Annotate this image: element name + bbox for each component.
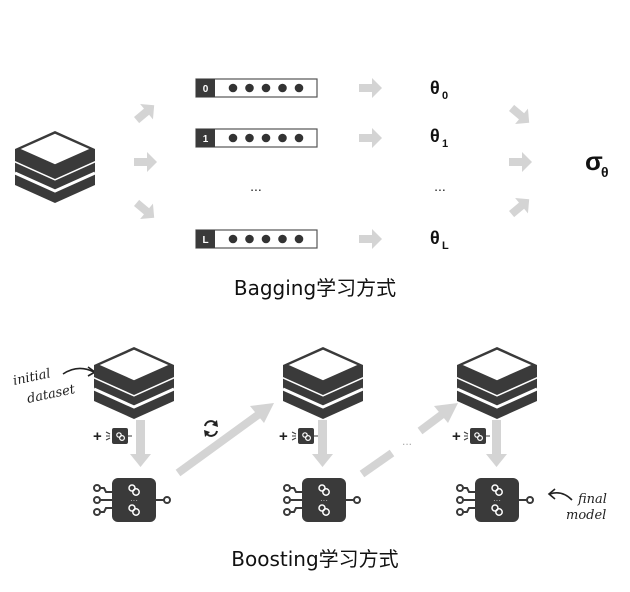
arrow-icon <box>359 229 382 249</box>
svg-text:+: + <box>452 428 461 445</box>
add-model-1: + <box>93 427 133 445</box>
sample-index-box <box>196 79 215 97</box>
add-model-3: + <box>452 427 491 445</box>
sample-dot <box>278 83 287 93</box>
svg-text:initial: initial <box>12 366 52 389</box>
bagging-ellipsis: ... <box>250 178 262 194</box>
svg-text:0: 0 <box>442 90 448 102</box>
sample-dot <box>245 83 254 93</box>
arrow-icon <box>130 97 161 128</box>
curved-arrow-icon <box>62 367 95 375</box>
bootstrap-samples: 0 1L <box>195 78 318 249</box>
refresh-icon <box>204 420 218 437</box>
svg-text:dataset: dataset <box>26 382 77 407</box>
dashed-diagonal-arrow: ... <box>359 403 458 478</box>
svg-text:θ: θ <box>430 228 440 248</box>
svg-text:+: + <box>93 428 102 445</box>
sample-dot <box>294 83 304 93</box>
sample-index-box <box>196 230 215 248</box>
sample-dot <box>261 234 271 244</box>
params-ellipsis: ... <box>434 178 446 194</box>
sample-dot <box>228 234 238 244</box>
sample-index: L <box>202 235 208 246</box>
svg-text:θ: θ <box>430 78 440 98</box>
sample-dot <box>245 234 254 244</box>
initial-dataset-annotation: initial dataset <box>12 366 97 407</box>
boosting-section: initial dataset + + + <box>12 345 607 523</box>
sample-index-box <box>196 129 215 147</box>
final-model-annotation: final model <box>547 488 607 523</box>
sample-dot <box>261 133 271 143</box>
sample-dot <box>261 83 271 93</box>
svg-text:final: final <box>577 492 607 507</box>
sample-dot <box>294 133 304 143</box>
dataset-stack-icon <box>455 345 539 421</box>
model-chip-icon <box>284 478 360 522</box>
model-icon <box>463 427 491 445</box>
dataset-stack-icon <box>281 345 365 421</box>
sample-dot <box>228 83 238 93</box>
sample-dot <box>294 234 304 244</box>
aggregate-symbol: σ <box>585 146 603 176</box>
bagging-caption: Bagging学习方式 <box>233 276 397 300</box>
svg-text:model: model <box>566 508 606 523</box>
svg-text:1: 1 <box>442 138 448 150</box>
arrow-icon <box>130 195 161 226</box>
svg-text:θ: θ <box>430 126 440 146</box>
sample-index: 1 <box>203 134 209 145</box>
svg-text:...: ... <box>402 434 412 448</box>
arrow-icon <box>359 128 382 148</box>
aggregate-subscript: θ <box>601 164 609 180</box>
sample-row: 1 <box>195 128 318 148</box>
model-chip-icon <box>94 478 170 522</box>
arrow-icon <box>134 152 157 172</box>
arrow-icon <box>505 100 536 131</box>
diagonal-arrow <box>175 403 274 477</box>
down-arrows <box>130 420 507 467</box>
sample-dot <box>278 133 287 143</box>
model-chip-icon <box>457 478 533 522</box>
curved-arrow-icon <box>549 492 573 501</box>
dataset-stack-icon <box>92 345 176 421</box>
add-model-2: + <box>279 427 319 445</box>
model-icon <box>291 427 319 445</box>
arrow-icon <box>509 152 532 172</box>
boosting-caption: Boosting学习方式 <box>231 547 399 571</box>
arrow-icon <box>359 78 382 98</box>
svg-text:+: + <box>279 428 288 445</box>
sample-dot <box>278 234 287 244</box>
arrow-icon <box>505 191 536 222</box>
svg-text:L: L <box>442 240 449 252</box>
sample-dot <box>228 133 238 143</box>
sample-index: 0 <box>203 84 209 95</box>
sample-row: 0 <box>195 78 318 98</box>
sample-dot <box>245 133 254 143</box>
model-icon <box>105 427 133 445</box>
dataset-stack-icon <box>13 129 97 205</box>
sample-row: L <box>195 229 318 249</box>
